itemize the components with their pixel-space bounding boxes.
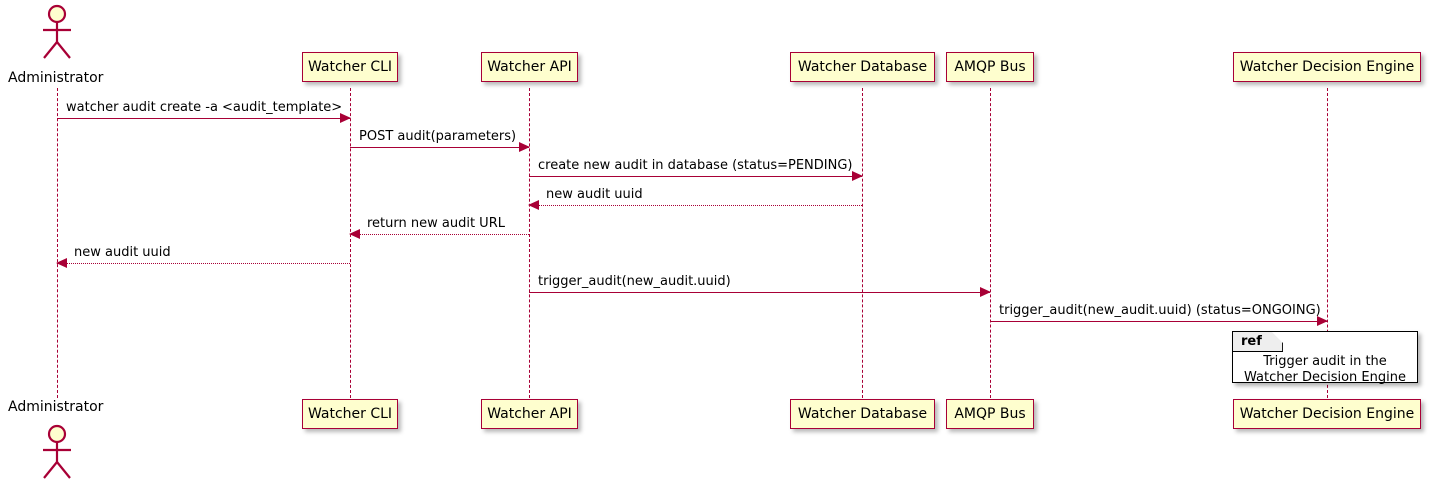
participant-amqp-bus-bottom[interactable]: AMQP Bus <box>946 399 1034 429</box>
participant-watcher-cli-bottom[interactable]: Watcher CLI <box>302 399 398 429</box>
message-label: new audit uuid <box>546 187 643 202</box>
message-label: return new audit URL <box>367 216 505 231</box>
lifeline-amqp-bus <box>990 88 991 398</box>
message-line <box>529 176 862 177</box>
message-line <box>350 234 529 235</box>
message-label: new audit uuid <box>74 245 171 260</box>
message-line <box>990 321 1327 322</box>
arrowhead-left-icon <box>349 229 360 239</box>
lifeline-administrator <box>57 88 58 398</box>
participant-amqp-bus-top[interactable]: AMQP Bus <box>946 52 1034 82</box>
ref-fragment-line1: Trigger audit in the <box>1263 354 1387 369</box>
message-line <box>350 147 529 148</box>
arrowhead-right-icon <box>340 113 351 123</box>
actor-administrator-bottom[interactable] <box>36 424 78 480</box>
actor-stick-figure-icon <box>43 424 71 479</box>
arrowhead-right-icon <box>519 142 530 152</box>
participant-watcher-decision-engine-bottom[interactable]: Watcher Decision Engine <box>1233 399 1421 429</box>
message-line <box>529 292 990 293</box>
participant-watcher-cli-top[interactable]: Watcher CLI <box>302 52 398 82</box>
message-label: watcher audit create -a <audit_template> <box>66 100 343 115</box>
ref-fragment-line2: Watcher Decision Engine <box>1244 370 1406 385</box>
arrowhead-left-icon <box>56 258 67 268</box>
ref-fragment-body: Trigger audit in the Watcher Decision En… <box>1233 354 1417 386</box>
message-line <box>529 205 862 206</box>
ref-fragment[interactable]: ref Trigger audit in the Watcher Decisio… <box>1232 331 1418 386</box>
arrowhead-right-icon <box>852 171 863 181</box>
lifeline-watcher-database <box>862 88 863 398</box>
participant-watcher-api-top[interactable]: Watcher API <box>481 52 578 82</box>
message-line <box>57 118 350 119</box>
participant-watcher-decision-engine-top[interactable]: Watcher Decision Engine <box>1233 52 1421 82</box>
message-label: trigger_audit(new_audit.uuid) <box>538 274 731 289</box>
arrowhead-left-icon <box>528 200 539 210</box>
arrowhead-right-icon <box>980 287 991 297</box>
lifeline-watcher-api <box>529 88 530 398</box>
participant-watcher-database-bottom[interactable]: Watcher Database <box>790 399 935 429</box>
message-label: trigger_audit(new_audit.uuid) (status=ON… <box>999 303 1321 318</box>
lifeline-watcher-decision-engine <box>1327 88 1328 398</box>
message-label: POST audit(parameters) <box>359 129 517 144</box>
actor-administrator-top-label: Administrator <box>8 70 104 86</box>
message-line <box>57 263 350 264</box>
message-label: create new audit in database (status=PEN… <box>538 158 853 173</box>
arrowhead-right-icon <box>1317 316 1328 326</box>
actor-stick-figure-icon <box>43 4 71 59</box>
participant-watcher-api-bottom[interactable]: Watcher API <box>481 399 578 429</box>
actor-administrator-bottom-label: Administrator <box>8 399 104 415</box>
participant-watcher-database-top[interactable]: Watcher Database <box>790 52 935 82</box>
ref-fragment-tab: ref <box>1233 332 1283 352</box>
actor-administrator-top[interactable] <box>36 4 78 60</box>
lifeline-watcher-cli <box>350 88 351 398</box>
